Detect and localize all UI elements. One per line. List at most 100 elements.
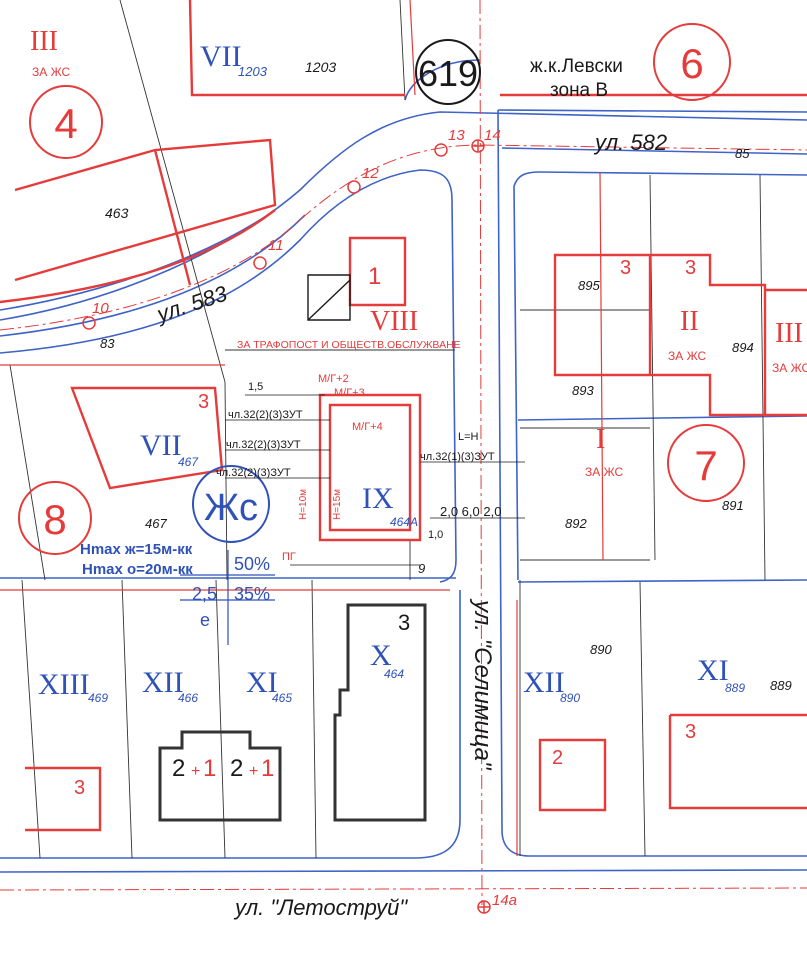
point-10: 10 <box>92 300 109 317</box>
district-name-1: ж.к.Левски <box>530 56 623 77</box>
trafo-label: ЗА ТРАФОПОСТ И ОБЩЕСТВ.ОБСЛУЖВАНЕ <box>237 339 461 351</box>
parcel-xi-right: XI <box>697 654 729 687</box>
parcel-ix: IX <box>362 482 394 515</box>
mg3-label: М/Г+3 <box>334 387 365 399</box>
parcel-iii-right: III <box>775 318 803 349</box>
block-8: 8 <box>43 496 66 543</box>
chl32-3: чл.32(2)(3)ЗУТ <box>216 467 291 479</box>
lot-85: 85 <box>735 146 750 161</box>
parcel-x-sub: 464 <box>384 667 404 681</box>
l-equals-h: L=H <box>458 431 479 443</box>
district-number: 619 <box>418 53 478 94</box>
parcel-x: X <box>370 639 392 672</box>
district-name-2: зона В <box>550 80 608 101</box>
floors-3-vii: 3 <box>198 391 209 413</box>
pg-label: ПГ <box>282 551 296 563</box>
point-12: 12 <box>362 165 379 182</box>
block-4: 4 <box>54 100 77 147</box>
parcel-ii: II <box>680 306 699 337</box>
mg4-label: М/Г+4 <box>352 421 383 433</box>
parcel-iii-top: III <box>30 26 58 57</box>
density-2-5: 2,5 <box>192 584 217 604</box>
parcel-za-zhs-ii: ЗА ЖС <box>668 349 707 363</box>
floors-2-b: 2 <box>230 755 243 782</box>
chl32-4: чл.32(1)(3)ЗУТ <box>420 451 495 463</box>
dimension-lines <box>225 394 525 566</box>
regulation-lines <box>0 0 807 856</box>
dim-1-0: 1,0 <box>428 529 443 541</box>
lot-890: 890 <box>590 642 612 657</box>
parcel-xii-left: XII <box>142 666 184 699</box>
zone-table: 50% 2,5 35% е <box>180 550 275 645</box>
lot-894: 894 <box>732 340 754 355</box>
zone-zhs: Жс <box>204 487 258 529</box>
block-6: 6 <box>680 40 703 87</box>
floors-3-x: 3 <box>398 610 410 635</box>
lot-895: 895 <box>578 278 600 293</box>
existing-buildings <box>158 603 427 822</box>
parcel-xii-right-sub: 890 <box>560 691 580 705</box>
floors-3-xiii: 3 <box>74 777 85 799</box>
floors-3-xi: 3 <box>685 721 696 743</box>
zone-circle <box>192 465 270 543</box>
floors-1-b: 1 <box>261 755 274 782</box>
plus-a: + <box>191 763 200 780</box>
parcel-za-zhs-i: ЗА ЖС <box>585 465 624 479</box>
dim-1-5: 1,5 <box>248 381 263 393</box>
point-11: 11 <box>268 237 284 254</box>
parcel-viii: VIII <box>370 306 418 337</box>
floors-1-a: 1 <box>203 755 216 782</box>
lot-1203: 1203 <box>305 59 336 75</box>
parcel-vii-top-sub: 1203 <box>238 64 268 79</box>
parcel-xiii: XIII <box>38 668 90 701</box>
block-7: 7 <box>694 442 717 489</box>
lot-9: 9 <box>418 561 425 576</box>
pct-35: 35% <box>234 584 270 604</box>
parcel-xi-left: XI <box>246 666 278 699</box>
parcel-ix-sub: 464А <box>390 515 418 529</box>
parcel-xi-left-sub: 465 <box>272 691 292 705</box>
parcel-za-zhs-right: ЗА ЖС <box>772 361 807 375</box>
mg2-label: М/Г+2 <box>318 373 349 385</box>
hmax-o: Hmax о=20м-кк <box>82 561 193 578</box>
lot-892: 892 <box>565 516 587 531</box>
pct-50: 50% <box>234 554 270 574</box>
lot-467: 467 <box>145 516 167 531</box>
lot-83: 83 <box>100 336 115 351</box>
hmax-zh: Hmax ж=15м-кк <box>80 541 193 558</box>
survey-points <box>82 139 491 914</box>
floors-2-a: 2 <box>172 755 185 782</box>
parcel-i: I <box>596 424 605 455</box>
lot-893: 893 <box>572 383 594 398</box>
dims-bottom: 2,0 6,0 2,0 <box>440 504 501 519</box>
chl32-1: чл.32(2)(3)ЗУТ <box>228 409 303 421</box>
parcel-xiii-sub: 469 <box>88 691 108 705</box>
plus-b: + <box>249 763 258 780</box>
street-selimitsa: ул. "Селимица" <box>469 598 496 771</box>
parcel-xii-right: XII <box>523 666 565 699</box>
building-2: 2 <box>552 747 563 769</box>
parcel-vii-top: VII <box>200 40 242 73</box>
street-ul582: ул. 582 <box>593 130 667 155</box>
parcel-xi-right-sub: 889 <box>725 681 745 695</box>
floors-3b: 3 <box>685 257 696 279</box>
h-10m: H=10м <box>298 489 309 520</box>
lot-889: 889 <box>770 678 792 693</box>
district-circle <box>415 39 481 105</box>
parcel-vii-mid: VII <box>140 429 182 462</box>
parcel-za-zhs-top: ЗА ЖС <box>32 65 71 79</box>
parcel-xii-left-sub: 466 <box>178 691 198 705</box>
lot-lines <box>9 0 766 859</box>
lot-891: 891 <box>722 498 744 513</box>
point-14a: 14a <box>492 892 517 909</box>
e-label: е <box>200 610 210 630</box>
street-letostruy: ул. "Летоструй" <box>233 895 408 920</box>
block-circles <box>18 23 745 555</box>
floors-3a: 3 <box>620 257 631 279</box>
lot-463: 463 <box>105 205 129 221</box>
point-14: 14 <box>484 127 501 144</box>
chl32-2: чл.32(2)(3)ЗУТ <box>226 439 301 451</box>
parcel-vii-mid-sub: 467 <box>178 455 199 469</box>
building-1: 1 <box>368 263 381 290</box>
